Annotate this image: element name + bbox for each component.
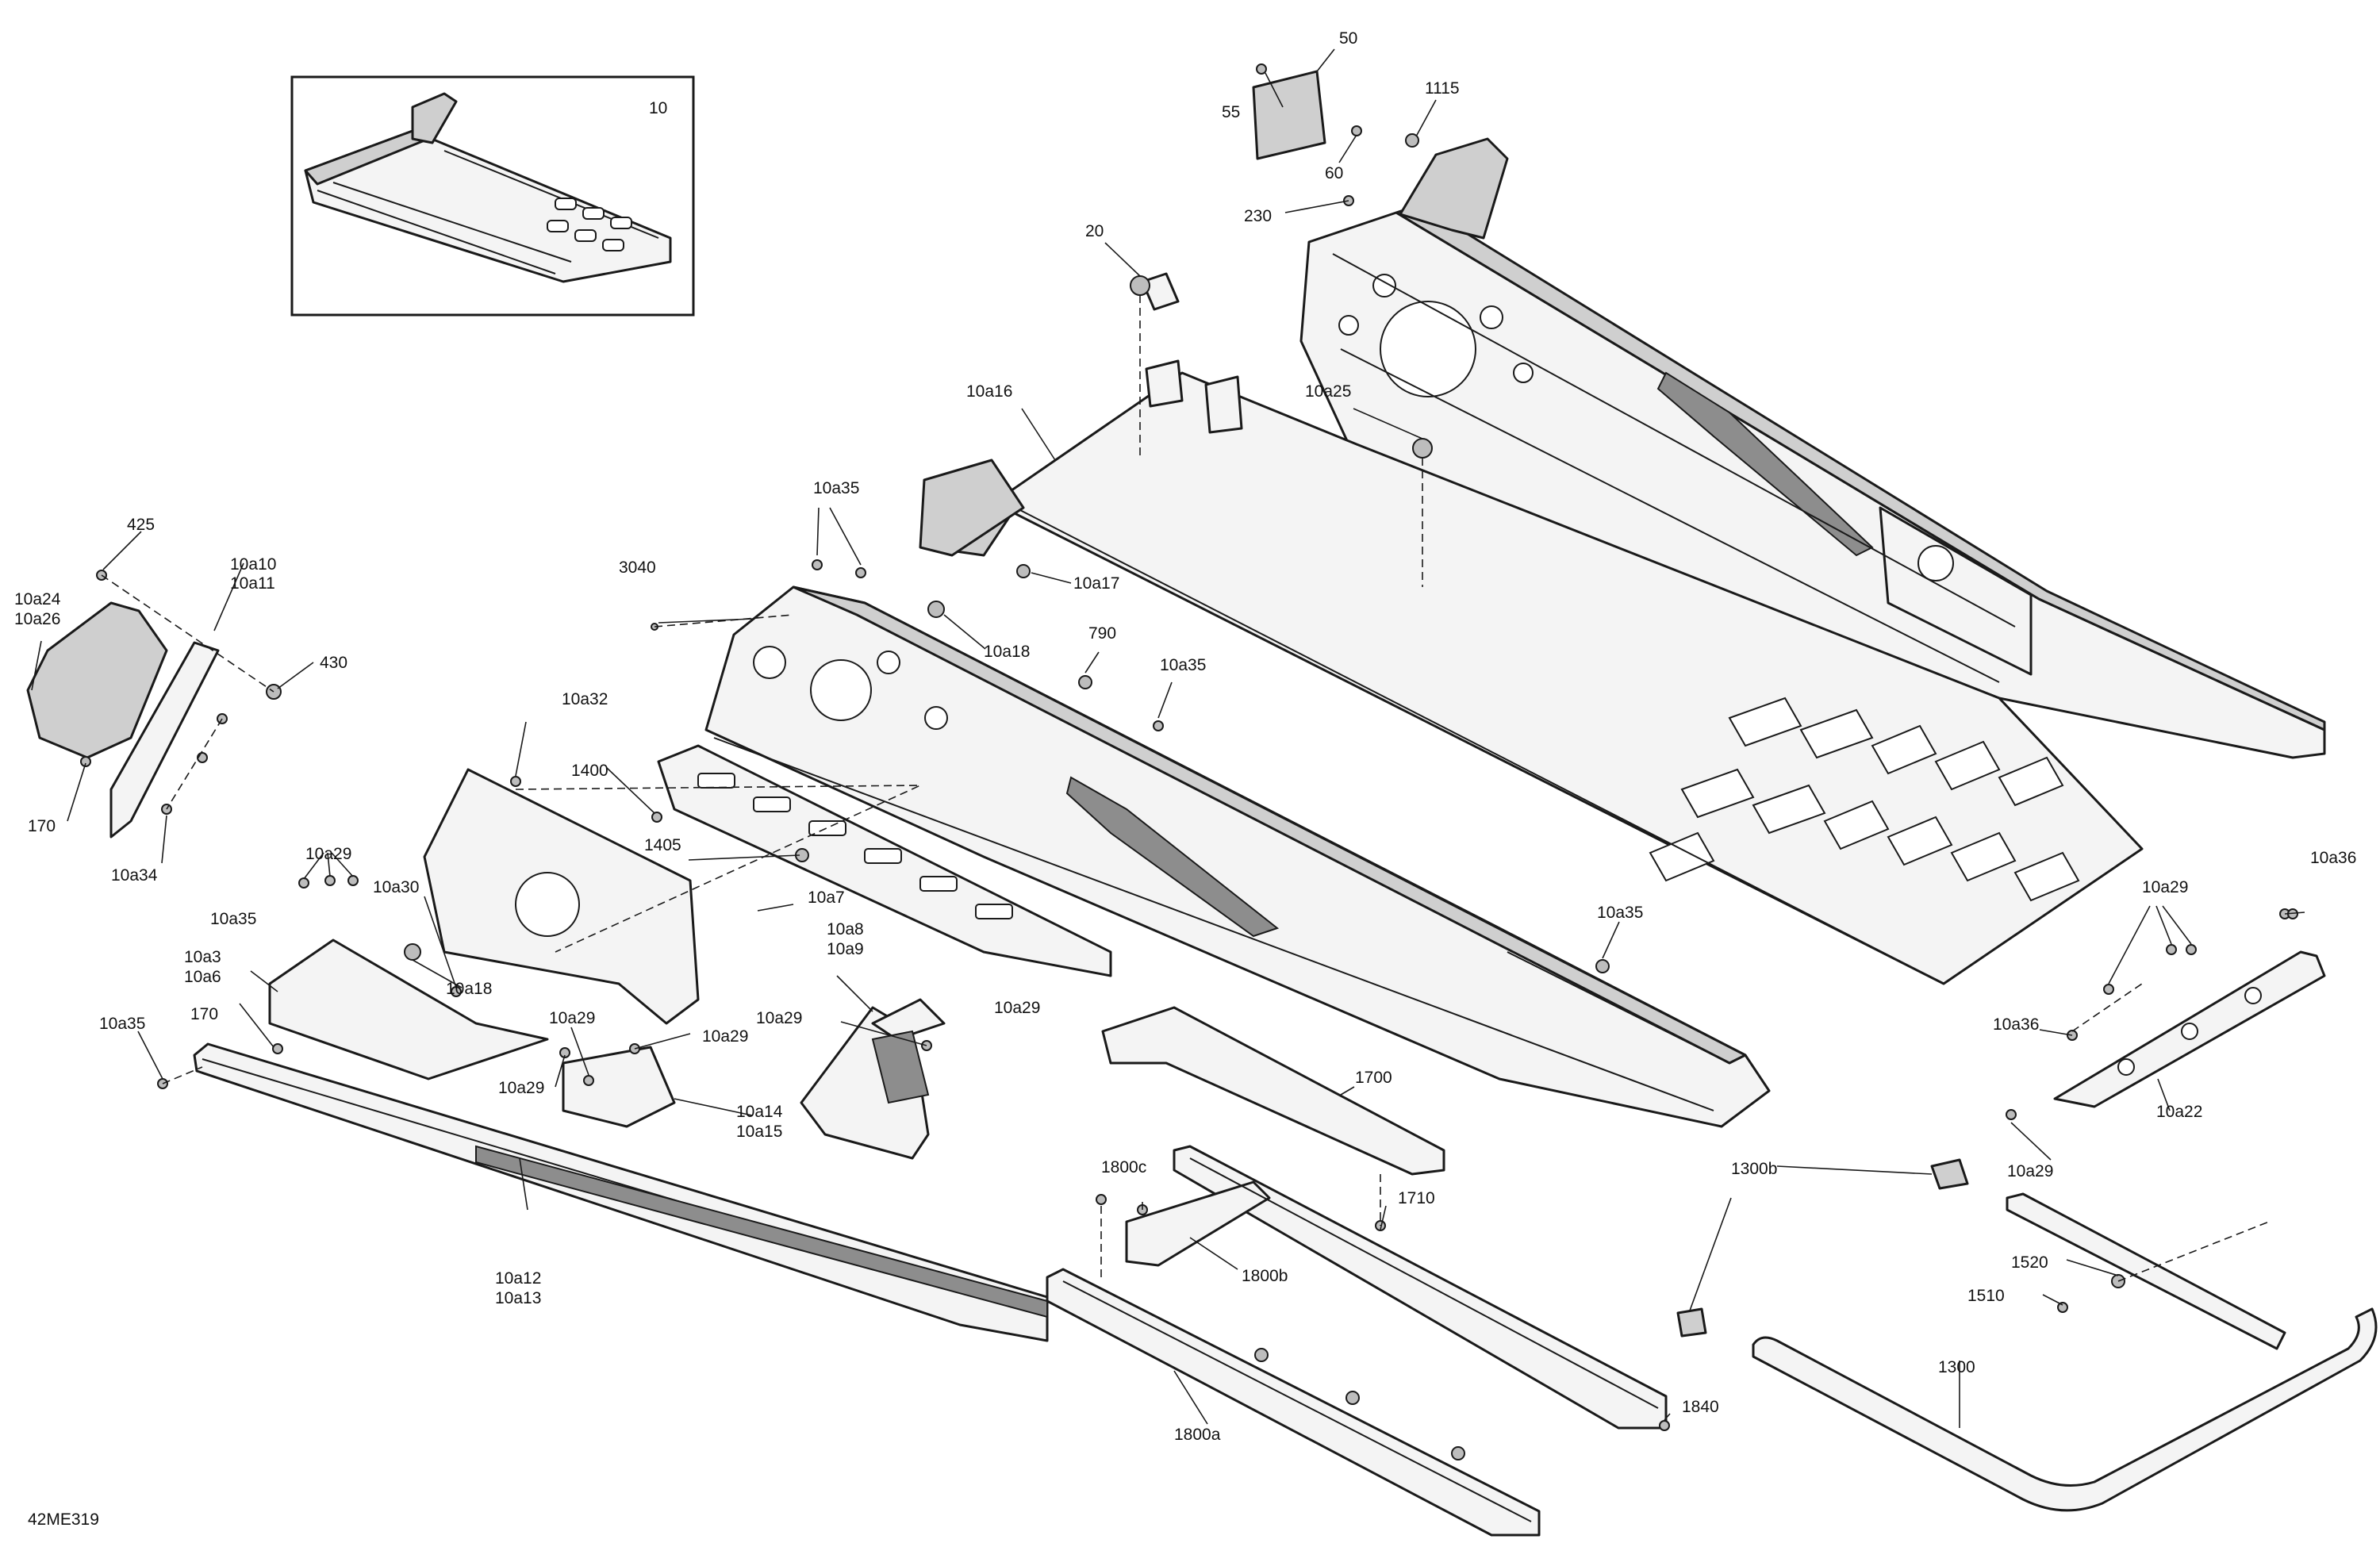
inset-slots [547,198,632,251]
callout-1510: 1510 [1967,1287,2005,1305]
callout-10a29-f: 10a29 [498,1079,544,1097]
assembly-inset: 10 [290,75,695,317]
callout-10a36-top: 10a36 [2310,849,2356,867]
callout-10a7: 10a7 [808,889,845,907]
callout-10a12: 10a12 [495,1269,541,1288]
callout-10a34: 10a34 [111,866,158,885]
callout-10a29-d: 10a29 [994,999,1040,1017]
rear-bumper [1676,1158,2378,1512]
callout-10a8: 10a8 [827,920,864,938]
floor-post [1204,375,1243,434]
bumper-crossbar [2006,1192,2286,1350]
top-small-parts [919,70,1433,557]
callout-1700: 1700 [1355,1069,1392,1087]
left-brackets [26,601,946,1160]
callout-10a24: 10a24 [14,590,61,608]
callout-10a15: 10a15 [736,1123,782,1141]
callout-10a35-left: 10a35 [210,910,256,928]
callout-10a10: 10a10 [230,555,276,574]
callout-230: 230 [1244,207,1272,225]
rear-tunnel-rail [1299,137,2326,759]
callout-10a18-left: 10a18 [446,980,492,998]
bumper-end-cap [1930,1158,1969,1190]
callout-10a35-top: 10a35 [813,479,859,497]
inset-bracket [411,92,458,144]
callout-790: 790 [1088,624,1116,643]
callout-60: 60 [1325,164,1343,182]
callout-10a29-e: 10a29 [702,1027,748,1046]
sliders [1046,1006,1668,1537]
rear-bumper-bar [2053,950,2326,1108]
bracket-1800c [1125,1180,1271,1267]
callout-10a13: 10a13 [495,1289,541,1307]
callout-1520: 1520 [2011,1253,2048,1272]
rear-upper-bracket [1399,137,1509,240]
slider-1700 [1101,1006,1445,1176]
callout-170-mid: 170 [190,1005,218,1023]
bumper-1300 [1752,1307,2378,1512]
callout-10a29-h: 10a29 [2007,1162,2053,1180]
inset-label: 10 [649,99,667,117]
callout-10a29-c: 10a29 [756,1009,802,1027]
callout-10a36-mid: 10a36 [1993,1015,2039,1034]
callout-425: 425 [127,516,155,534]
callout-10a11: 10a11 [230,574,275,593]
callout-1800a: 1800a [1174,1426,1221,1444]
lower-front-rail [193,1042,1049,1342]
callout-10a14: 10a14 [736,1103,783,1121]
callout-10a16: 10a16 [966,382,1012,401]
grommet-20 [1141,272,1180,311]
front-tunnel-side [657,585,1771,1128]
callout-10a17: 10a17 [1073,574,1119,593]
plate-50 [1252,70,1326,160]
floor-fitting [1145,359,1184,408]
callout-55: 55 [1222,103,1240,121]
callout-10a35-mid: 10a35 [1160,656,1206,674]
callout-1300: 1300 [1938,1358,1975,1376]
callout-10a32: 10a32 [562,690,608,708]
callout-10a29-g: 10a29 [2142,878,2188,896]
bumper-clip [1676,1307,1707,1338]
callout-10a26: 10a26 [14,610,60,628]
callout-1400: 1400 [571,762,608,780]
callout-10a35-right: 10a35 [1597,904,1643,922]
callout-1800b: 1800b [1242,1267,1288,1285]
callout-1115: 1115 [1425,79,1460,98]
callout-10a9: 10a9 [827,940,864,958]
callout-1800c: 1800c [1101,1158,1146,1176]
bracket-10a3 [268,938,549,1080]
callout-10a18-top: 10a18 [984,643,1030,661]
callout-10a29-b: 10a29 [549,1009,595,1027]
callout-labels: 50 55 60 1115 230 20 10a16 10a25 10a35 4… [14,29,2356,1529]
bar-10a34 [109,641,220,839]
fender-10a16 [919,459,1025,557]
callout-1710: 1710 [1398,1189,1435,1207]
callout-1300b: 1300b [1731,1160,1777,1178]
callout-1405: 1405 [644,836,681,854]
callout-10a30: 10a30 [373,878,419,896]
callout-10a25: 10a25 [1305,382,1351,401]
leader-lines [31,48,2305,1428]
floor-cutouts [1649,697,2080,902]
callout-20: 20 [1085,222,1104,240]
bracket-10a14 [562,1046,676,1128]
callout-10a6: 10a6 [184,968,221,986]
callout-170-left: 170 [28,817,56,835]
dashed-assembly-lines [101,295,2270,1282]
callout-10a3: 10a3 [184,948,221,966]
diagram-id: 42ME319 [28,1510,99,1529]
callout-10a35-bottom: 10a35 [99,1015,145,1033]
callout-50: 50 [1339,29,1357,48]
callout-430: 430 [320,654,347,672]
rear-bracket-plate [1879,506,2033,676]
callout-3040: 3040 [619,558,656,577]
callout-1840: 1840 [1682,1398,1719,1416]
tunnel-floor [927,359,2144,985]
callout-10a29-a: 10a29 [305,845,351,863]
bracket-10a24 [26,601,168,759]
callout-10a22: 10a22 [2156,1103,2202,1121]
